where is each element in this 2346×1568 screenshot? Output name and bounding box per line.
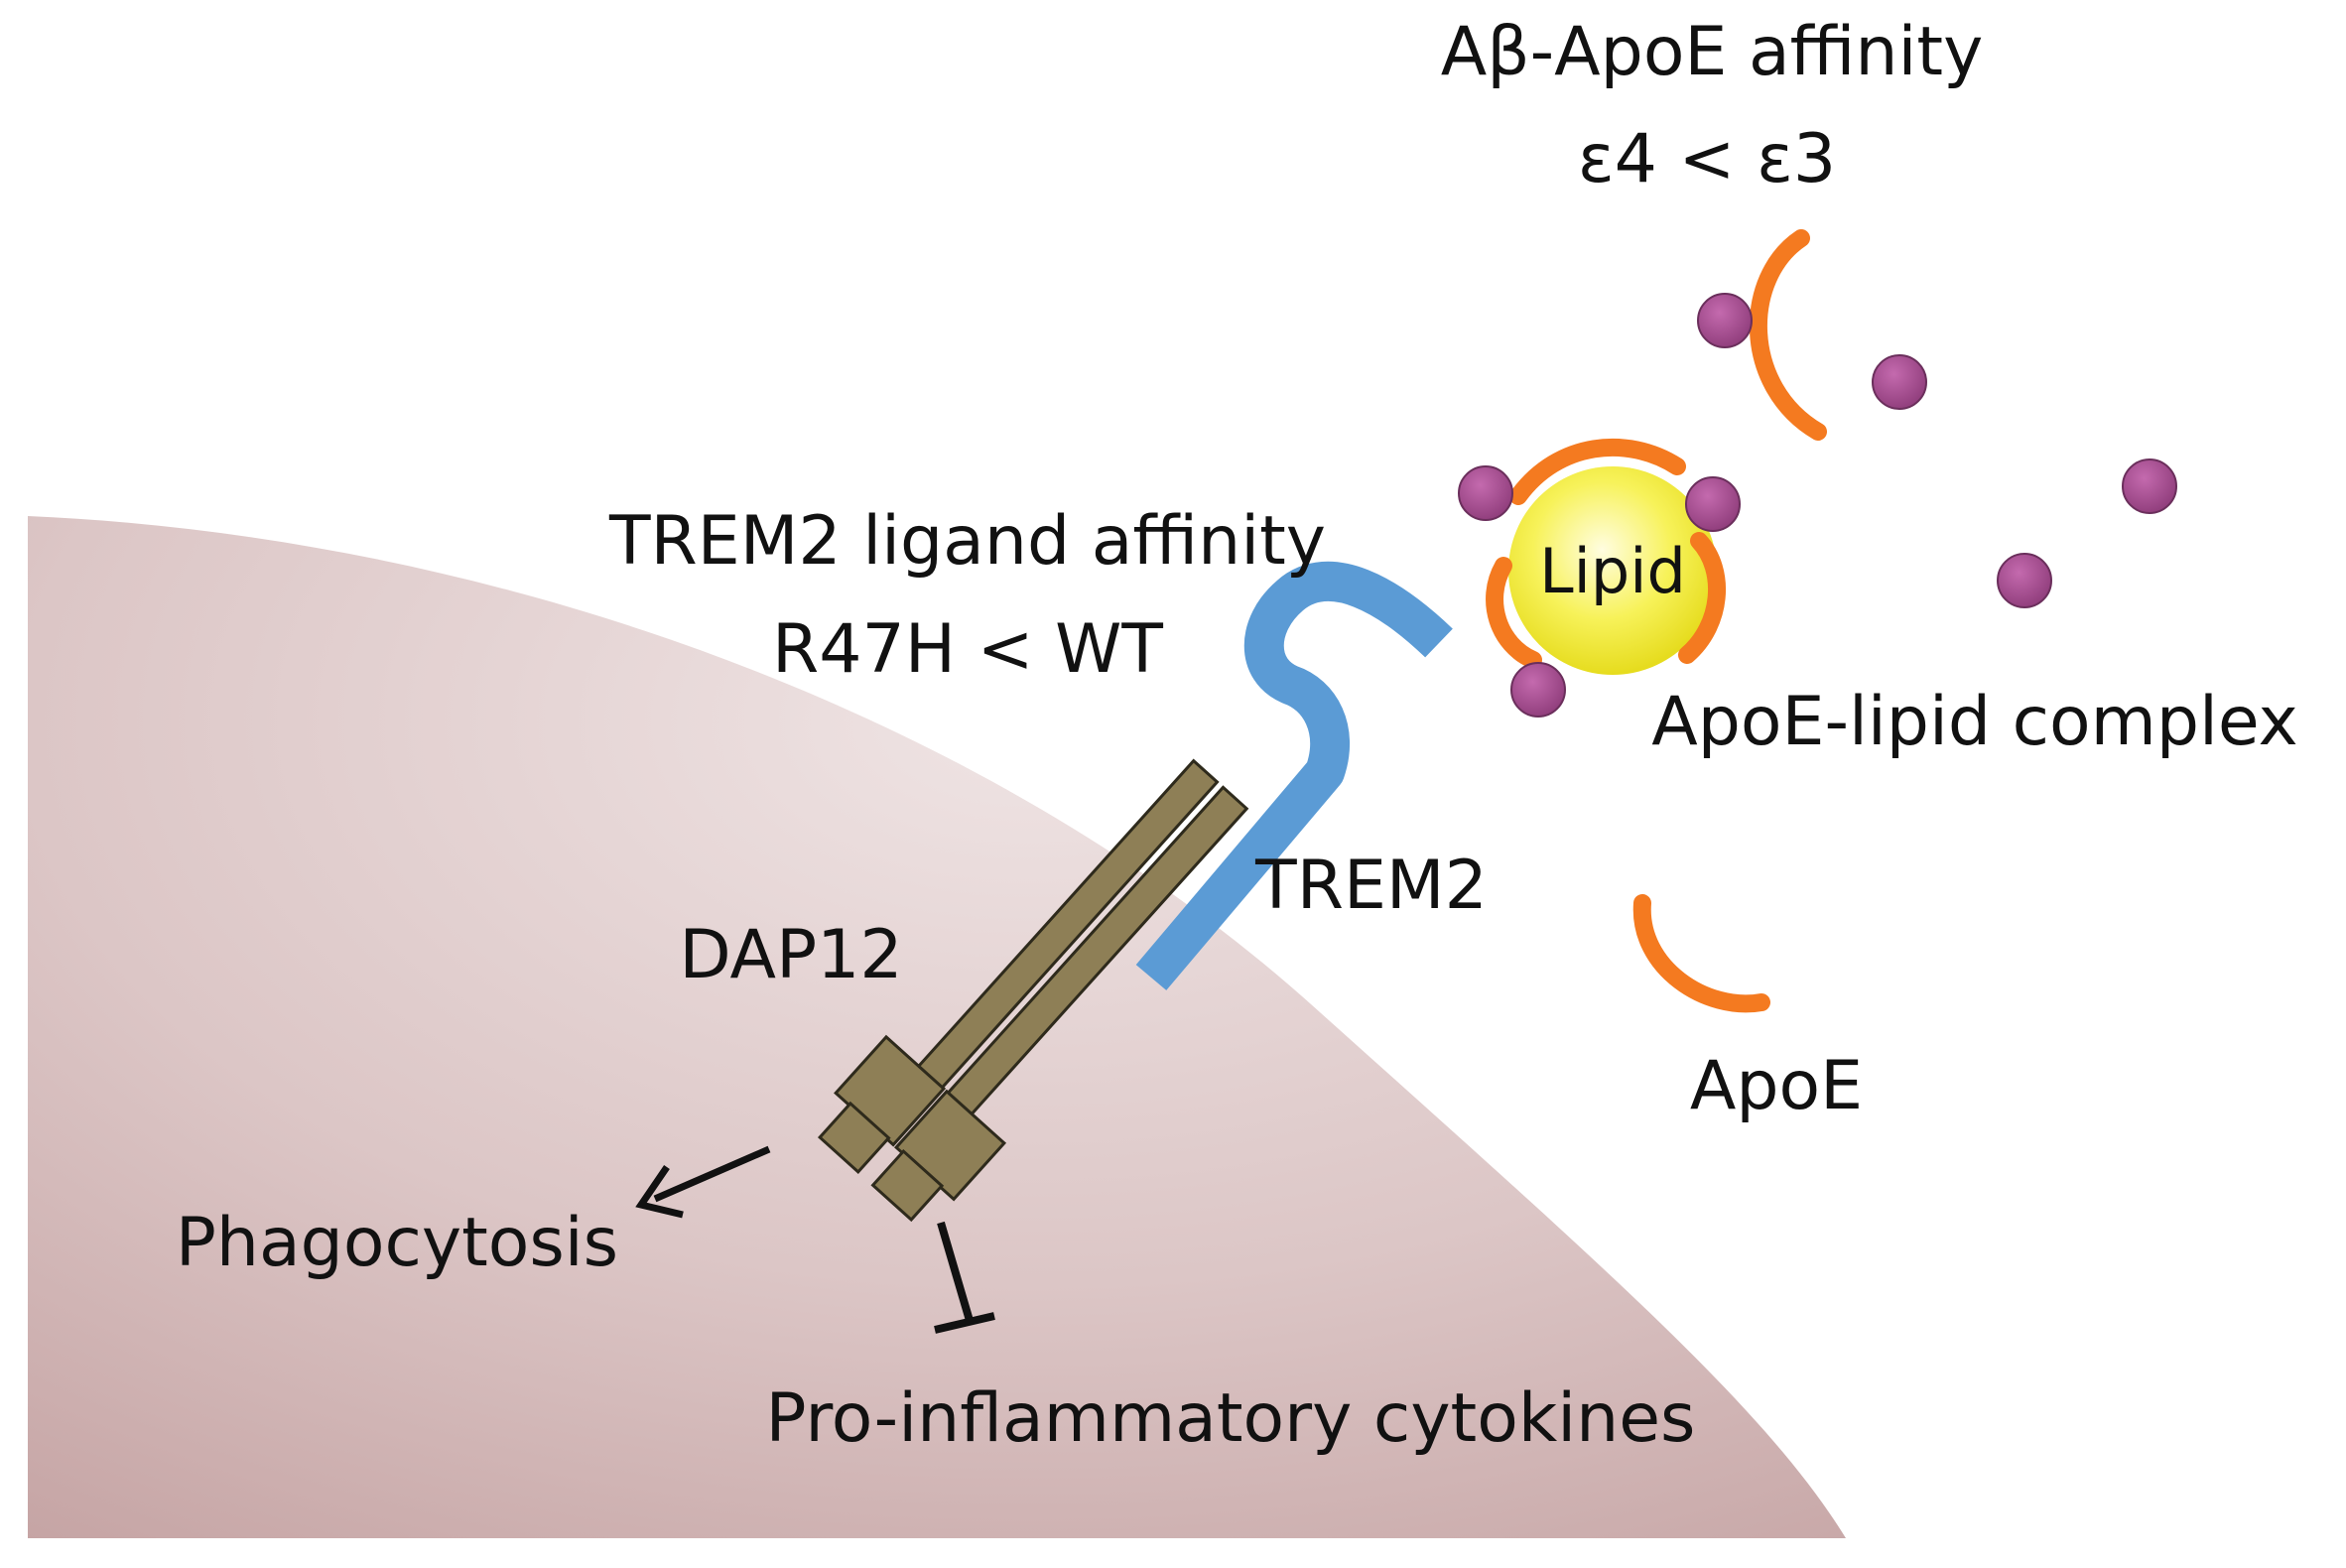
arrow-icon [635,1145,771,1219]
trem2-label: TREM2 [1254,847,1488,925]
abeta-on-complex-3 [1510,662,1566,718]
abeta-apoe-affinity-title: Aβ-ApoE affinity [1441,13,1984,91]
lipid-particle [1508,466,1717,675]
dap12-tail-upper [817,1101,891,1174]
lipid-label: Lipid [1539,535,1686,607]
cell-body [28,516,1846,1538]
trem2-ligand-affinity-title: TREM2 ligand affinity [608,502,1326,581]
abeta-free-1 [1697,293,1753,348]
pro-inflammatory-cytokines-label: Pro-inflammatory cytokines [766,1379,1696,1458]
inhibition-icon [934,1221,995,1334]
apoe-arc-right [1678,532,1727,664]
apoe-label: ApoE [1690,1047,1863,1125]
dap12-tail-lower [870,1148,945,1223]
apoe-arc-top [1509,438,1686,505]
trem2-ligand-affinity-relation: R47H < WT [772,610,1163,689]
apoe-lipid-complex-label: ApoE-lipid complex [1651,683,2298,761]
phagocytosis-label: Phagocytosis [176,1204,618,1282]
apoe-free-arc-bottom [1632,894,1770,1013]
abeta-apoe-affinity-relation: ε4 < ε3 [1578,120,1836,198]
apoe-arc-left [1486,557,1542,669]
apoe-lipid-complex: Lipid [1458,438,1741,718]
abeta-free-2 [1872,354,1927,410]
abeta-free-4 [1997,553,2052,608]
abeta-on-complex-2 [1685,476,1741,532]
abeta-on-complex-1 [1458,465,1513,521]
trem2-receptor [1135,561,1453,990]
apoe-free-arc-top [1749,229,1827,441]
dap12-complex [817,758,1249,1223]
abeta-free-3 [2122,458,2177,514]
dap12-label: DAP12 [679,916,902,994]
